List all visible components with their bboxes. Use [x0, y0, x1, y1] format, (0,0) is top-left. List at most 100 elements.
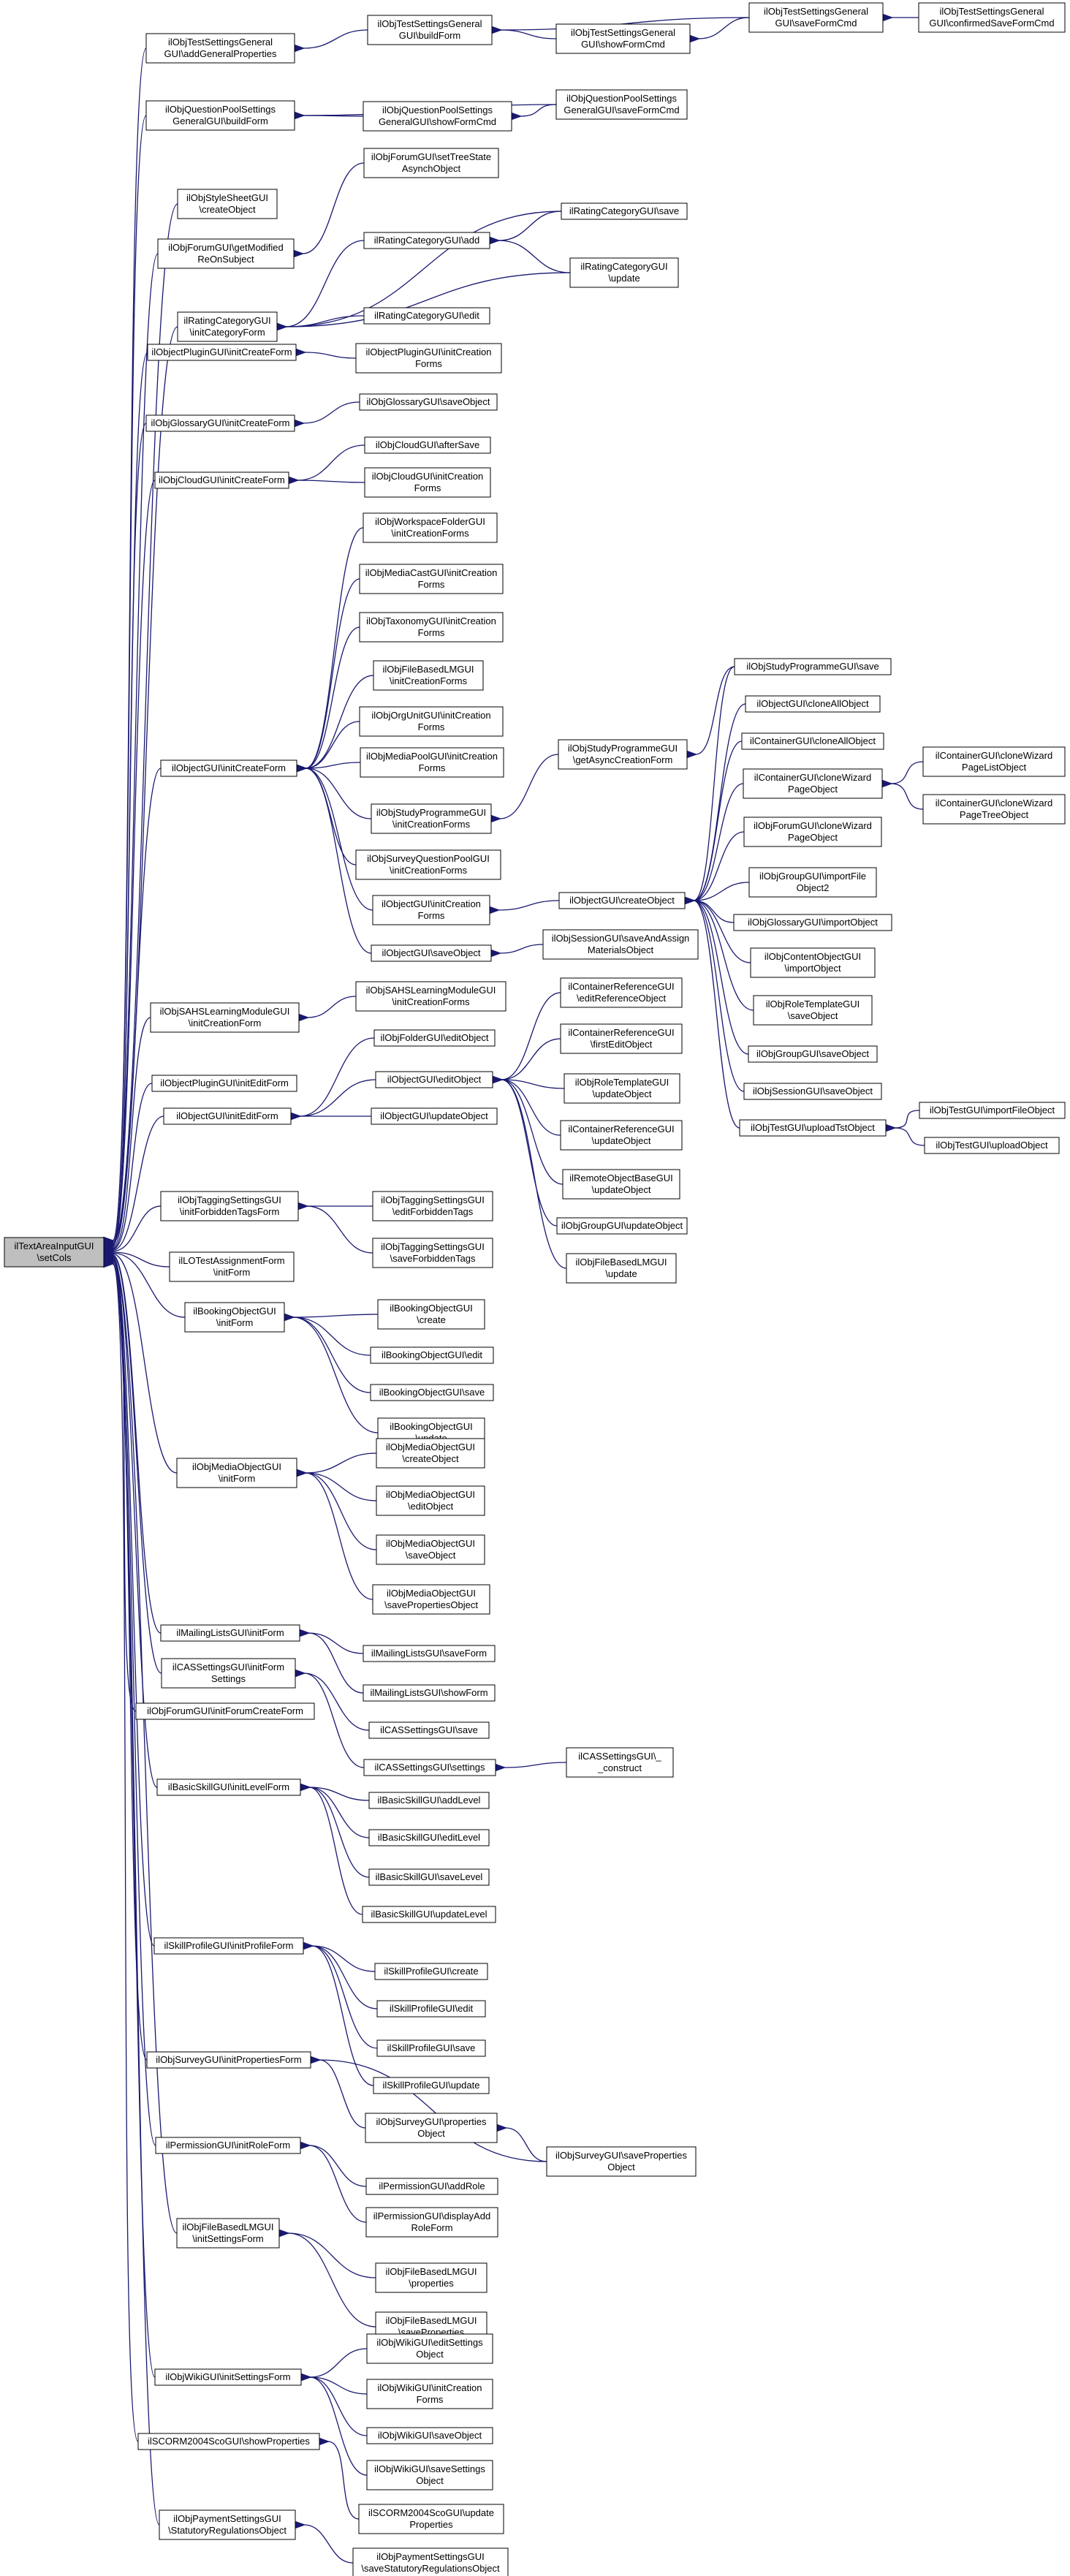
node-objectSave[interactable]: ilObjectGUI\saveObject — [371, 944, 492, 962]
node-mediaPoolICF[interactable]: ilObjMediaPoolGUI\initCreationForms — [360, 747, 504, 778]
node-taggingSave[interactable]: ilObjTaggingSettingsGUI\saveForbiddenTag… — [372, 1238, 493, 1268]
node-taxonomyICF[interactable]: ilObjTaxonomyGUI\initCreationForms — [359, 612, 504, 643]
node-surveySaveProps[interactable]: ilObjSurveyGUI\savePropertiesObject — [546, 2146, 697, 2177]
node-fileLmProps[interactable]: ilObjFileBasedLMGUI\properties — [375, 2262, 487, 2293]
node-ratingInit[interactable]: ilRatingCategoryGUI\initCategoryForm — [177, 311, 278, 342]
node-mailingShow[interactable]: ilMailingListsGUI\showForm — [363, 1684, 496, 1702]
node-taggingEdit[interactable]: ilObjTaggingSettingsGUI\editForbiddenTag… — [372, 1191, 493, 1221]
node-wikiSave[interactable]: ilObjWikiGUI\saveObject — [366, 2427, 493, 2444]
node-glossaryInitCreate[interactable]: ilObjGlossaryGUI\initCreateForm — [145, 414, 295, 432]
node-roleTemplateSave[interactable]: ilObjRoleTemplateGUI\saveObject — [753, 995, 873, 1026]
node-glossarySave[interactable]: ilObjGlossaryGUI\saveObject — [359, 393, 498, 411]
node-orgUnitICF[interactable]: ilObjOrgUnitGUI\initCreationForms — [359, 706, 504, 737]
node-styleCreate[interactable]: ilObjStyleSheetGUI\createObject — [177, 189, 278, 219]
node-objectUpdate[interactable]: ilObjectGUI\updateObject — [371, 1107, 498, 1125]
node-permissionInit[interactable]: ilPermissionGUI\initRoleForm — [155, 2137, 301, 2154]
node-forumInitForum[interactable]: ilObjForumGUI\initForumCreateForm — [135, 1702, 315, 1720]
node-casConstruct[interactable]: ilCASSettingsGUI\__construct — [566, 1747, 674, 1778]
node-objectInitEdit[interactable]: ilObjectGUI\initEditForm — [163, 1107, 292, 1125]
node-mediaSave[interactable]: ilObjMediaObjectGUI\saveObject — [376, 1534, 485, 1565]
node-mediaCreate[interactable]: ilObjMediaObjectGUI\createObject — [376, 1438, 485, 1469]
node-permAddRole[interactable]: ilPermissionGUI\addRole — [365, 2178, 498, 2195]
node-containerCloneAll[interactable]: ilContainerGUI\cloneAllObject — [741, 732, 884, 750]
node-objectInitCreate[interactable]: ilObjectGUI\initCreateForm — [160, 759, 297, 777]
node-basicSkillInit[interactable]: ilBasicSkillGUI\initLevelForm — [156, 1778, 301, 1796]
node-objectCloneAll[interactable]: ilObjectGUI\cloneAllObject — [745, 695, 881, 713]
node-fileLmICF[interactable]: ilObjFileBasedLMGUI\initCreationForms — [373, 660, 484, 691]
node-addGeneralProperties[interactable]: ilObjTestSettingsGeneralGUI\addGeneralPr… — [145, 33, 295, 64]
node-qpSaveForm[interactable]: ilObjQuestionPoolSettingsGeneralGUI\save… — [555, 89, 688, 120]
node-cloudInitCreate[interactable]: ilObjCloudGUI\initCreateForm — [154, 471, 289, 489]
node-wikiInit[interactable]: ilObjWikiGUI\initSettingsForm — [154, 2368, 302, 2386]
node-bookingInit[interactable]: ilBookingObjectGUI\initForm — [184, 1302, 285, 1333]
node-mediaCastICF[interactable]: ilObjMediaCastGUI\initCreationForms — [359, 564, 504, 594]
node-contRefEditRef[interactable]: ilContainerReferenceGUI\editReferenceObj… — [560, 977, 683, 1008]
node-scormShow[interactable]: ilSCORM2004ScoGUI\showProperties — [137, 2433, 320, 2450]
node-sahsInitCreation[interactable]: ilObjSAHSLearningModuleGUI\initCreationF… — [150, 1002, 300, 1033]
node-contRefFirstEdit[interactable]: ilContainerReferenceGUI\firstEditObject — [560, 1023, 683, 1054]
node-groupUpdate[interactable]: ilObjGroupGUI\updateObject — [556, 1217, 688, 1235]
node-ratingSave[interactable]: ilRatingCategoryGUI\save — [561, 202, 688, 220]
node-remoteUpdate[interactable]: ilRemoteObjectBaseGUI\updateObject — [562, 1169, 680, 1200]
node-basicSave[interactable]: ilBasicSkillGUI\saveLevel — [368, 1868, 490, 1886]
node-pluginInitCreate[interactable]: ilObjectPluginGUI\initCreateForm — [147, 344, 297, 361]
node-ratingAdd[interactable]: ilRatingCategoryGUI\add — [363, 232, 490, 249]
node-fileLmUpdate[interactable]: ilObjFileBasedLMGUI\update — [566, 1253, 677, 1284]
node-profileUpdate[interactable]: ilSkillProfileGUI\update — [373, 2077, 490, 2094]
node-bookingCreate[interactable]: ilBookingObjectGUI\create — [377, 1299, 485, 1330]
node-contentImport[interactable]: ilObjContentObjectGUI\importObject — [750, 947, 876, 978]
node-mailingInit[interactable]: ilMailingListsGUI\initForm — [160, 1624, 300, 1642]
node-pluginInitCreationForms[interactable]: ilObjectPluginGUI\initCreationForms — [355, 343, 502, 374]
node-contRefUpdate[interactable]: ilContainerReferenceGUI\updateObject — [560, 1120, 683, 1151]
node-sahsICF[interactable]: ilObjSAHSLearningModuleGUI\initCreationF… — [355, 981, 506, 1012]
node-skillProfileInit[interactable]: ilSkillProfileGUI\initProfileForm — [153, 1937, 304, 1955]
node-bookingUpdate[interactable]: ilBookingObjectGUI\update — [377, 1417, 485, 1448]
node-basicAdd[interactable]: ilBasicSkillGUI\addLevel — [368, 1792, 490, 1809]
node-surveyQPICF[interactable]: ilObjSurveyQuestionPoolGUI\initCreationF… — [355, 849, 501, 880]
node-paymentSaveStatutory[interactable]: ilObjPaymentSettingsGUI\saveStatutoryReg… — [352, 2547, 509, 2576]
node-glossaryImport[interactable]: ilObjGlossaryGUI\importObject — [733, 914, 892, 931]
node-profileCreate[interactable]: ilSkillProfileGUI\create — [374, 1963, 488, 1980]
node-objectICF[interactable]: ilObjectGUI\initCreationForms — [372, 895, 490, 925]
node-fileLmInit[interactable]: ilObjFileBasedLMGUI\initSettingsForm — [176, 2218, 280, 2249]
node-sessionSave[interactable]: ilObjSessionGUI\saveObject — [743, 1083, 882, 1100]
node-testImportFile[interactable]: ilObjTestGUI\importFileObject — [919, 1102, 1066, 1119]
node-pluginInitEdit[interactable]: ilObjectPluginGUI\initEditForm — [151, 1075, 297, 1092]
node-testUploadTst[interactable]: ilObjTestGUI\uploadTstObject — [739, 1119, 887, 1137]
node-basicUpdate[interactable]: ilBasicSkillGUI\updateLevel — [362, 1906, 496, 1923]
node-bookingSave[interactable]: ilBookingObjectGUI\save — [370, 1384, 494, 1401]
node-root[interactable]: ilTextAreaInputGUI\setCols — [4, 1237, 105, 1268]
node-ratingUpdate[interactable]: ilRatingCategoryGUI\update — [569, 257, 679, 288]
node-tsgConfirmed[interactable]: ilObjTestSettingsGeneralGUI\confirmedSav… — [918, 2, 1066, 33]
node-profileEdit[interactable]: ilSkillProfileGUI\edit — [376, 2000, 486, 2018]
node-wsFolderICF[interactable]: ilObjWorkspaceFolderGUI\initCreationForm… — [363, 512, 498, 543]
node-basicEdit[interactable]: ilBasicSkillGUI\editLevel — [368, 1829, 490, 1846]
node-ratingEdit[interactable]: ilRatingCategoryGUI\edit — [363, 307, 490, 325]
node-groupSave[interactable]: ilObjGroupGUI\saveObject — [748, 1045, 878, 1063]
node-studyProgAsync[interactable]: ilObjStudyProgrammeGUI\getAsyncCreationF… — [558, 739, 688, 770]
node-folderEdit[interactable]: ilObjFolderGUI\editObject — [373, 1029, 496, 1047]
node-mediaInit[interactable]: ilObjMediaObjectGUI\initForm — [176, 1458, 297, 1488]
node-cloudAfterSave[interactable]: ilObjCloudGUI\afterSave — [364, 436, 491, 454]
node-profileSave[interactable]: ilSkillProfileGUI\save — [376, 2039, 486, 2057]
node-bookingEdit[interactable]: ilBookingObjectGUI\edit — [370, 1346, 494, 1364]
node-objectCreate[interactable]: ilObjectGUI\createObject — [558, 892, 686, 909]
node-paymentStatutory[interactable]: ilObjPaymentSettingsGUI\StatutoryRegulat… — [159, 2509, 296, 2540]
node-casSave[interactable]: ilCASSettingsGUI\save — [368, 1721, 490, 1739]
node-cloudInitCreationForms[interactable]: ilObjCloudGUI\initCreationForms — [364, 467, 491, 498]
